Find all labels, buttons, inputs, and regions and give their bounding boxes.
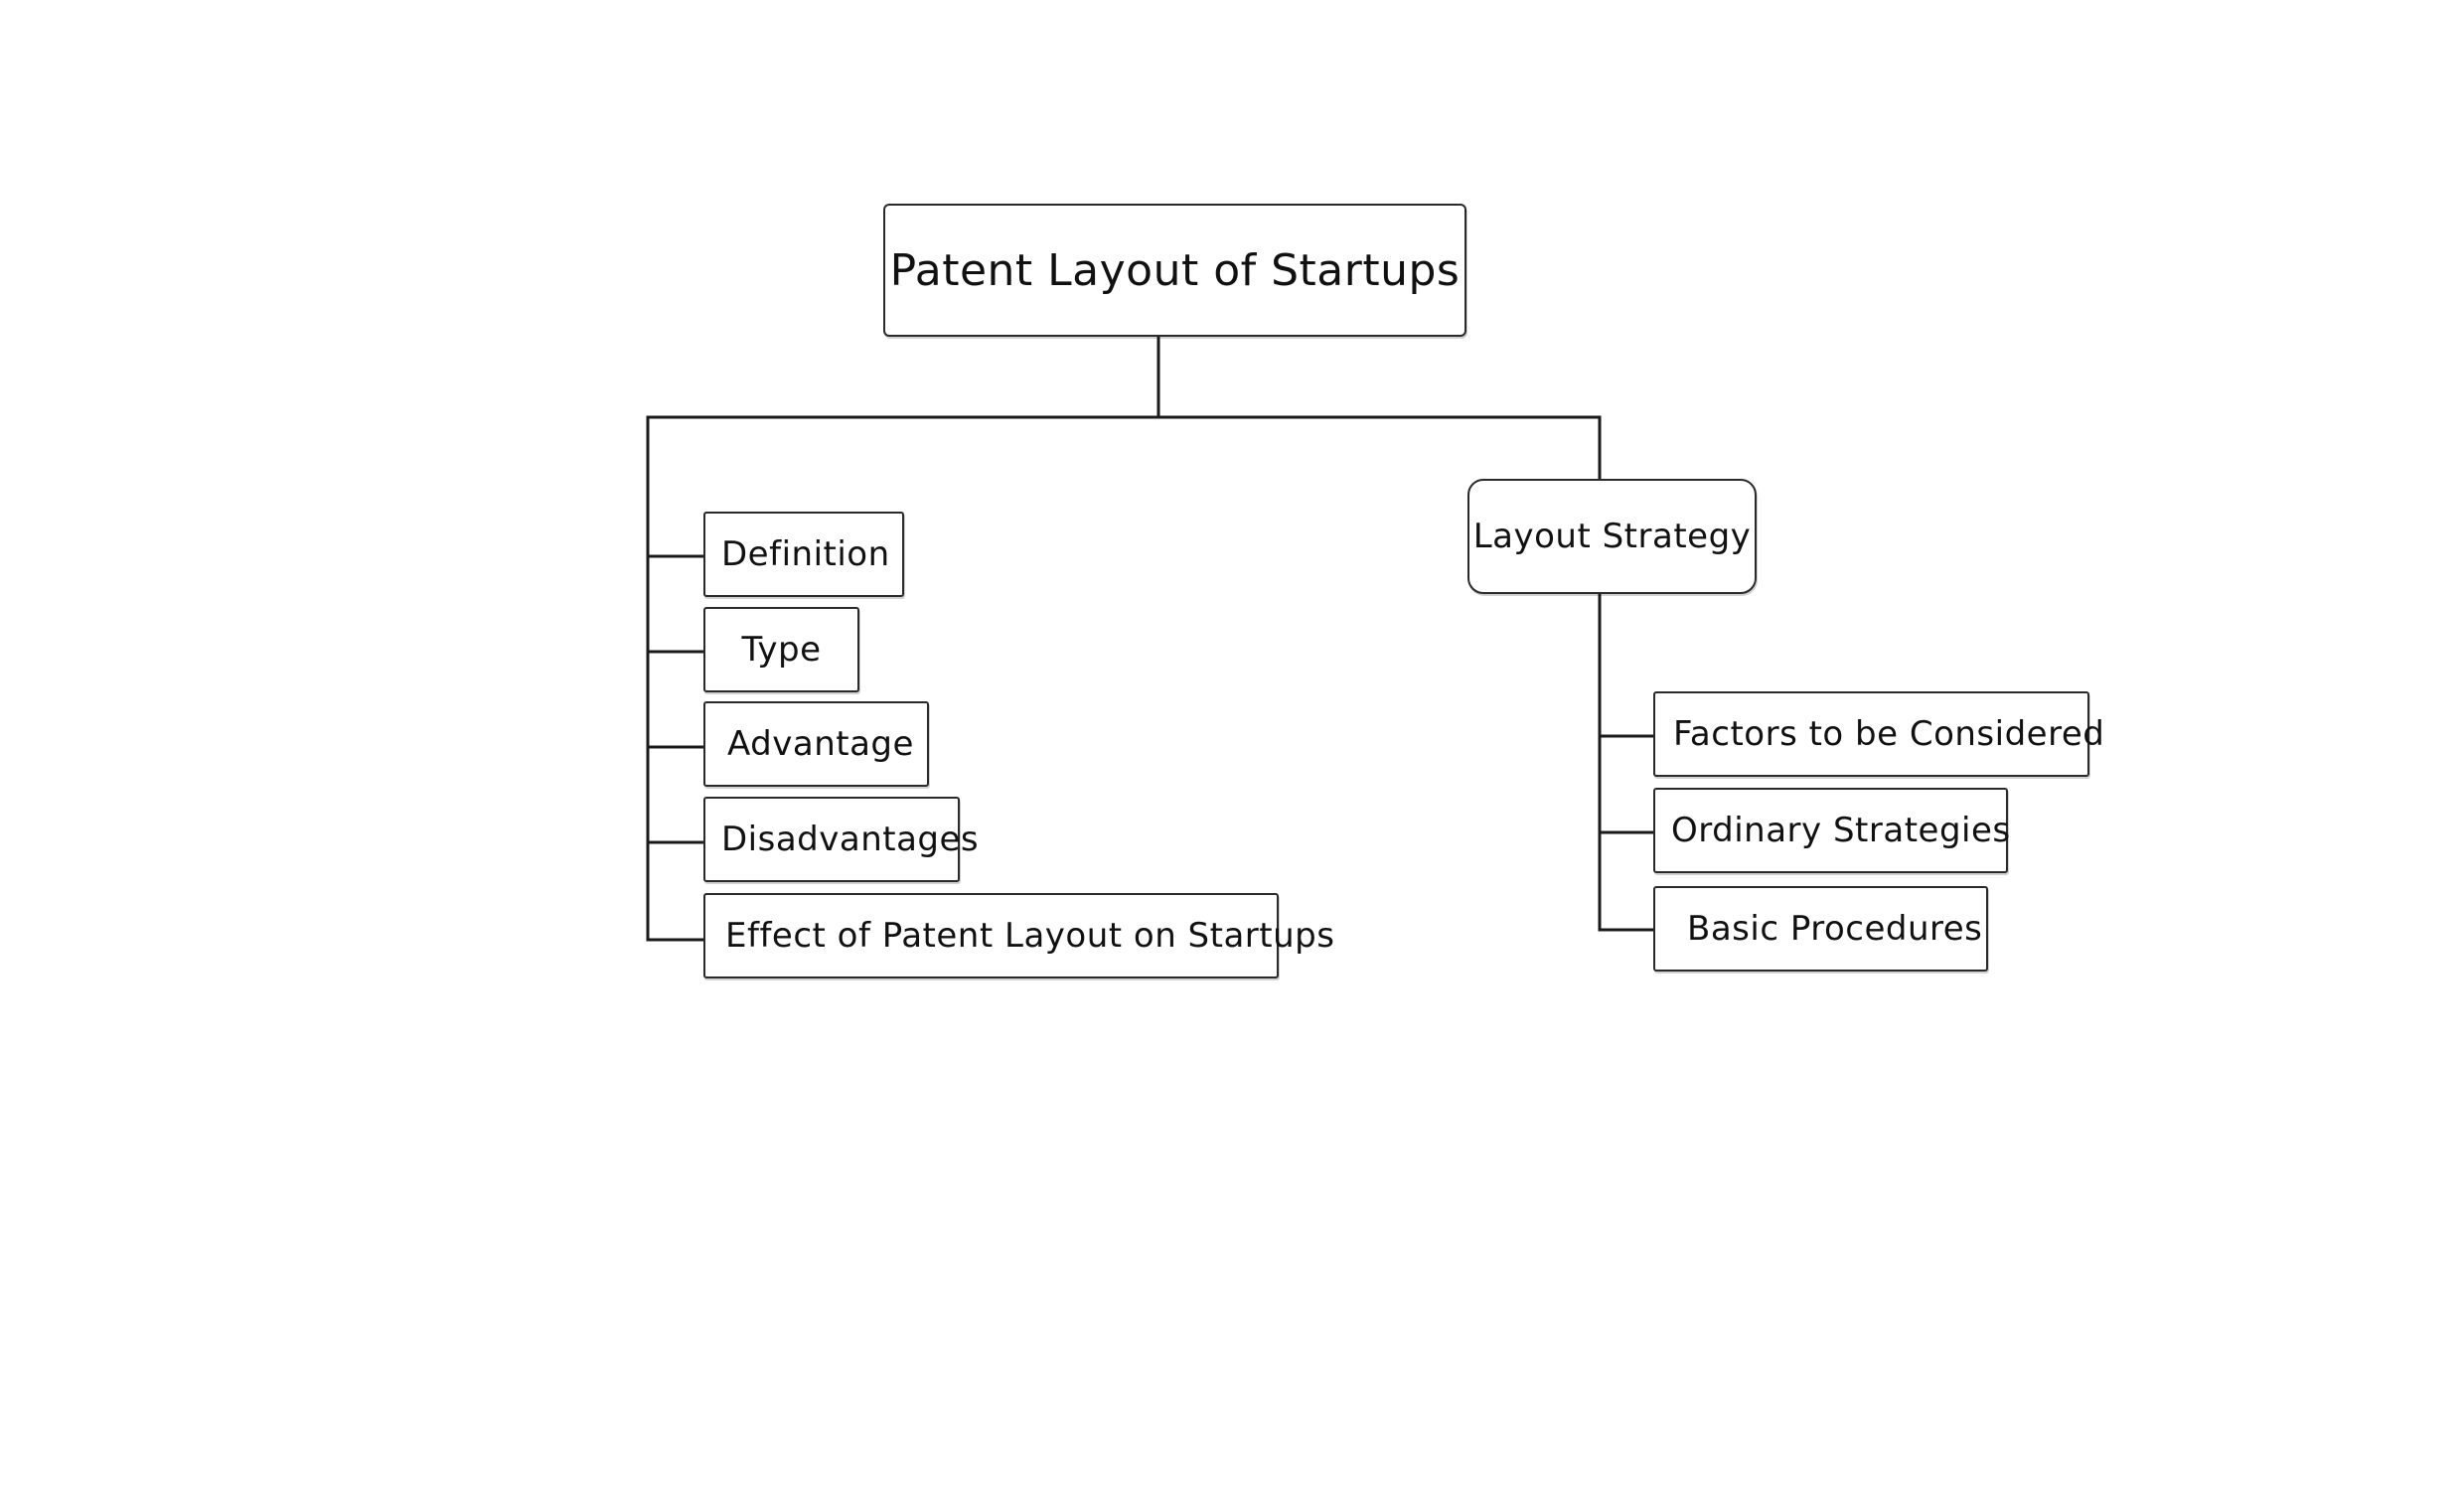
node-layout-strategy: Layout Strategy xyxy=(1467,479,1757,594)
node-label: Ordinary Strategies xyxy=(1671,811,2011,850)
node-label: Effect of Patent Layout on Startups xyxy=(725,916,1335,956)
node-label: Disadvantages xyxy=(721,820,980,859)
node-label: Advantage xyxy=(727,724,914,764)
node-definition: Definition xyxy=(703,512,904,597)
node-label: Factors to be Considered xyxy=(1673,714,2105,754)
node-label: Basic Procedures xyxy=(1687,909,1983,949)
root-node: Patent Layout of Startups xyxy=(883,204,1466,337)
node-type: Type xyxy=(703,607,859,692)
branch-label: Layout Strategy xyxy=(1472,517,1752,556)
node-effect-of-patent-layout: Effect of Patent Layout on Startups xyxy=(703,893,1334,978)
node-ordinary-strategies: Ordinary Strategies xyxy=(1653,788,2011,873)
node-disadvantages: Disadvantages xyxy=(703,797,979,882)
node-advantage: Advantage xyxy=(703,701,929,787)
node-factors-to-be-considered: Factors to be Considered xyxy=(1653,691,2104,777)
node-basic-procedures: Basic Procedures xyxy=(1653,886,1988,972)
node-label: Type xyxy=(741,630,822,670)
root-label: Patent Layout of Startups xyxy=(889,244,1461,296)
node-label: Definition xyxy=(721,534,890,574)
